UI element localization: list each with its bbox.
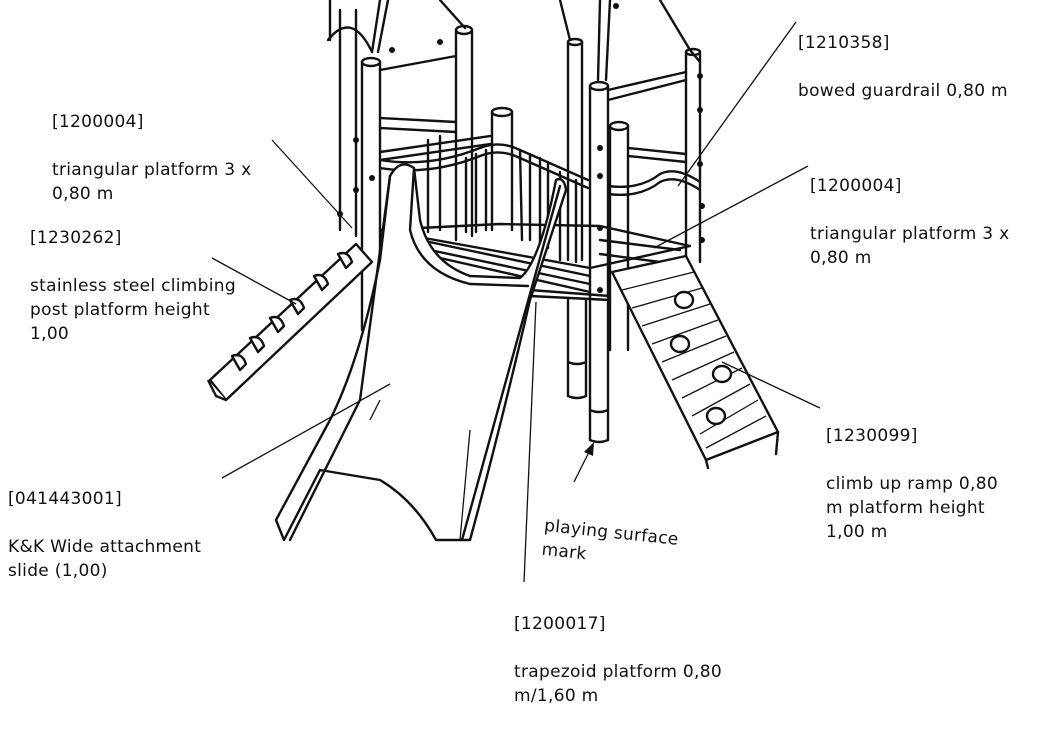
part-name: trapezoid platform 0,80 m/1,60 m: [514, 662, 722, 706]
part-code: [041443001]: [8, 489, 122, 509]
part-name: climb up ramp 0,80 m platform height 1,0…: [826, 474, 998, 542]
label-climbing-post: [1230262] stainless steel climbing post …: [30, 202, 300, 370]
part-name: stainless steel climbing post platform h…: [30, 276, 236, 344]
part-code: [1200004]: [52, 112, 144, 132]
label-trapezoid-platform: [1200017] trapezoid platform 0,80 m/1,60…: [514, 588, 784, 732]
part-code: [1210358]: [798, 33, 890, 53]
label-bowed-guardrail: [1210358] bowed guardrail 0,80 m: [798, 7, 1064, 127]
slide: [274, 163, 568, 542]
playground-equipment-drawing: [206, 0, 821, 583]
climbing-post: [206, 242, 374, 402]
part-code: [1200004]: [810, 176, 902, 196]
part-code: [1230262]: [30, 228, 122, 248]
annotation-text: playing surface mark: [540, 515, 680, 565]
part-name: triangular platform 3 x 0,80 m: [52, 160, 252, 204]
label-climb-up-ramp: [1230099] climb up ramp 0,80 m platform …: [826, 400, 1046, 568]
rails: [378, 54, 702, 264]
climb-up-ramp: [610, 254, 780, 470]
left-roof: [326, 0, 467, 54]
leader-lines: [211, 21, 821, 583]
part-name: bowed guardrail 0,80 m: [798, 81, 1008, 101]
bolts: [337, 3, 705, 293]
label-slide: [041443001] K&K Wide attachment slide (1…: [8, 463, 258, 607]
posts: [338, 8, 702, 444]
right-roof: [558, 0, 702, 82]
part-code: [1200017]: [514, 614, 606, 634]
label-triangular-platform-right: [1200004] triangular platform 3 x 0,80 m: [810, 150, 1064, 294]
part-name: K&K Wide attachment slide (1,00): [8, 537, 202, 581]
part-name: triangular platform 3 x 0,80 m: [810, 224, 1010, 268]
label-triangular-platform-left: [1200004] triangular platform 3 x 0,80 m: [52, 86, 332, 230]
part-code: [1230099]: [826, 426, 918, 446]
